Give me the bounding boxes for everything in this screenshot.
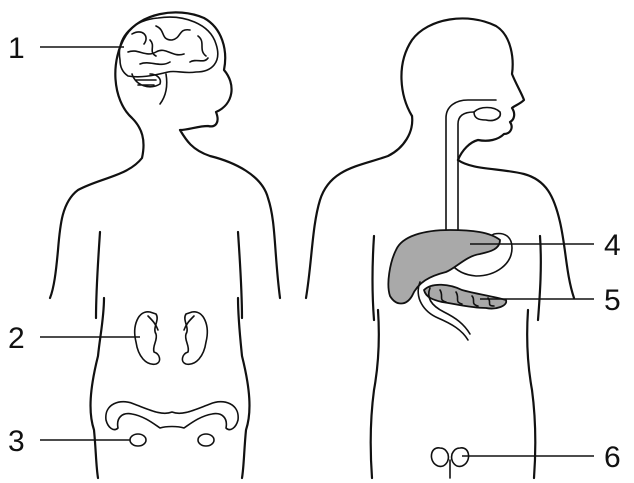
male-head-outline <box>401 18 524 160</box>
ovary-right <box>198 434 214 446</box>
brain <box>119 17 217 104</box>
female-body-outline <box>50 12 280 298</box>
male-arm-line-left <box>373 236 375 320</box>
kidney-right <box>182 312 207 364</box>
female-figure <box>50 12 280 478</box>
label-number-3: 3 <box>8 425 25 458</box>
label-2: 2 <box>8 322 140 355</box>
mouth-cavity <box>474 108 500 121</box>
male-arm-line-right <box>538 236 541 320</box>
kidney-left <box>135 312 160 364</box>
testes <box>431 448 468 478</box>
ovary-left <box>130 434 146 446</box>
brain-cerebrum <box>119 17 217 77</box>
label-number-2: 2 <box>8 322 25 355</box>
label-1: 1 <box>8 32 124 65</box>
brain-folds <box>128 26 208 64</box>
kidneys <box>135 312 207 364</box>
testis-left <box>431 448 448 467</box>
uterus-outline <box>106 402 238 430</box>
pancreas-body <box>424 285 506 309</box>
label-number-6: 6 <box>604 441 621 474</box>
pancreas <box>418 282 506 340</box>
label-number-5: 5 <box>604 284 621 317</box>
female-waist-hips <box>91 298 250 478</box>
brain-stem <box>160 74 167 104</box>
label-3: 3 <box>8 425 130 458</box>
label-number-4: 4 <box>604 229 621 262</box>
label-number-1: 1 <box>8 32 25 65</box>
label-6: 6 <box>462 441 621 474</box>
female-arm-line-left <box>96 232 100 318</box>
testis-right <box>452 448 469 467</box>
